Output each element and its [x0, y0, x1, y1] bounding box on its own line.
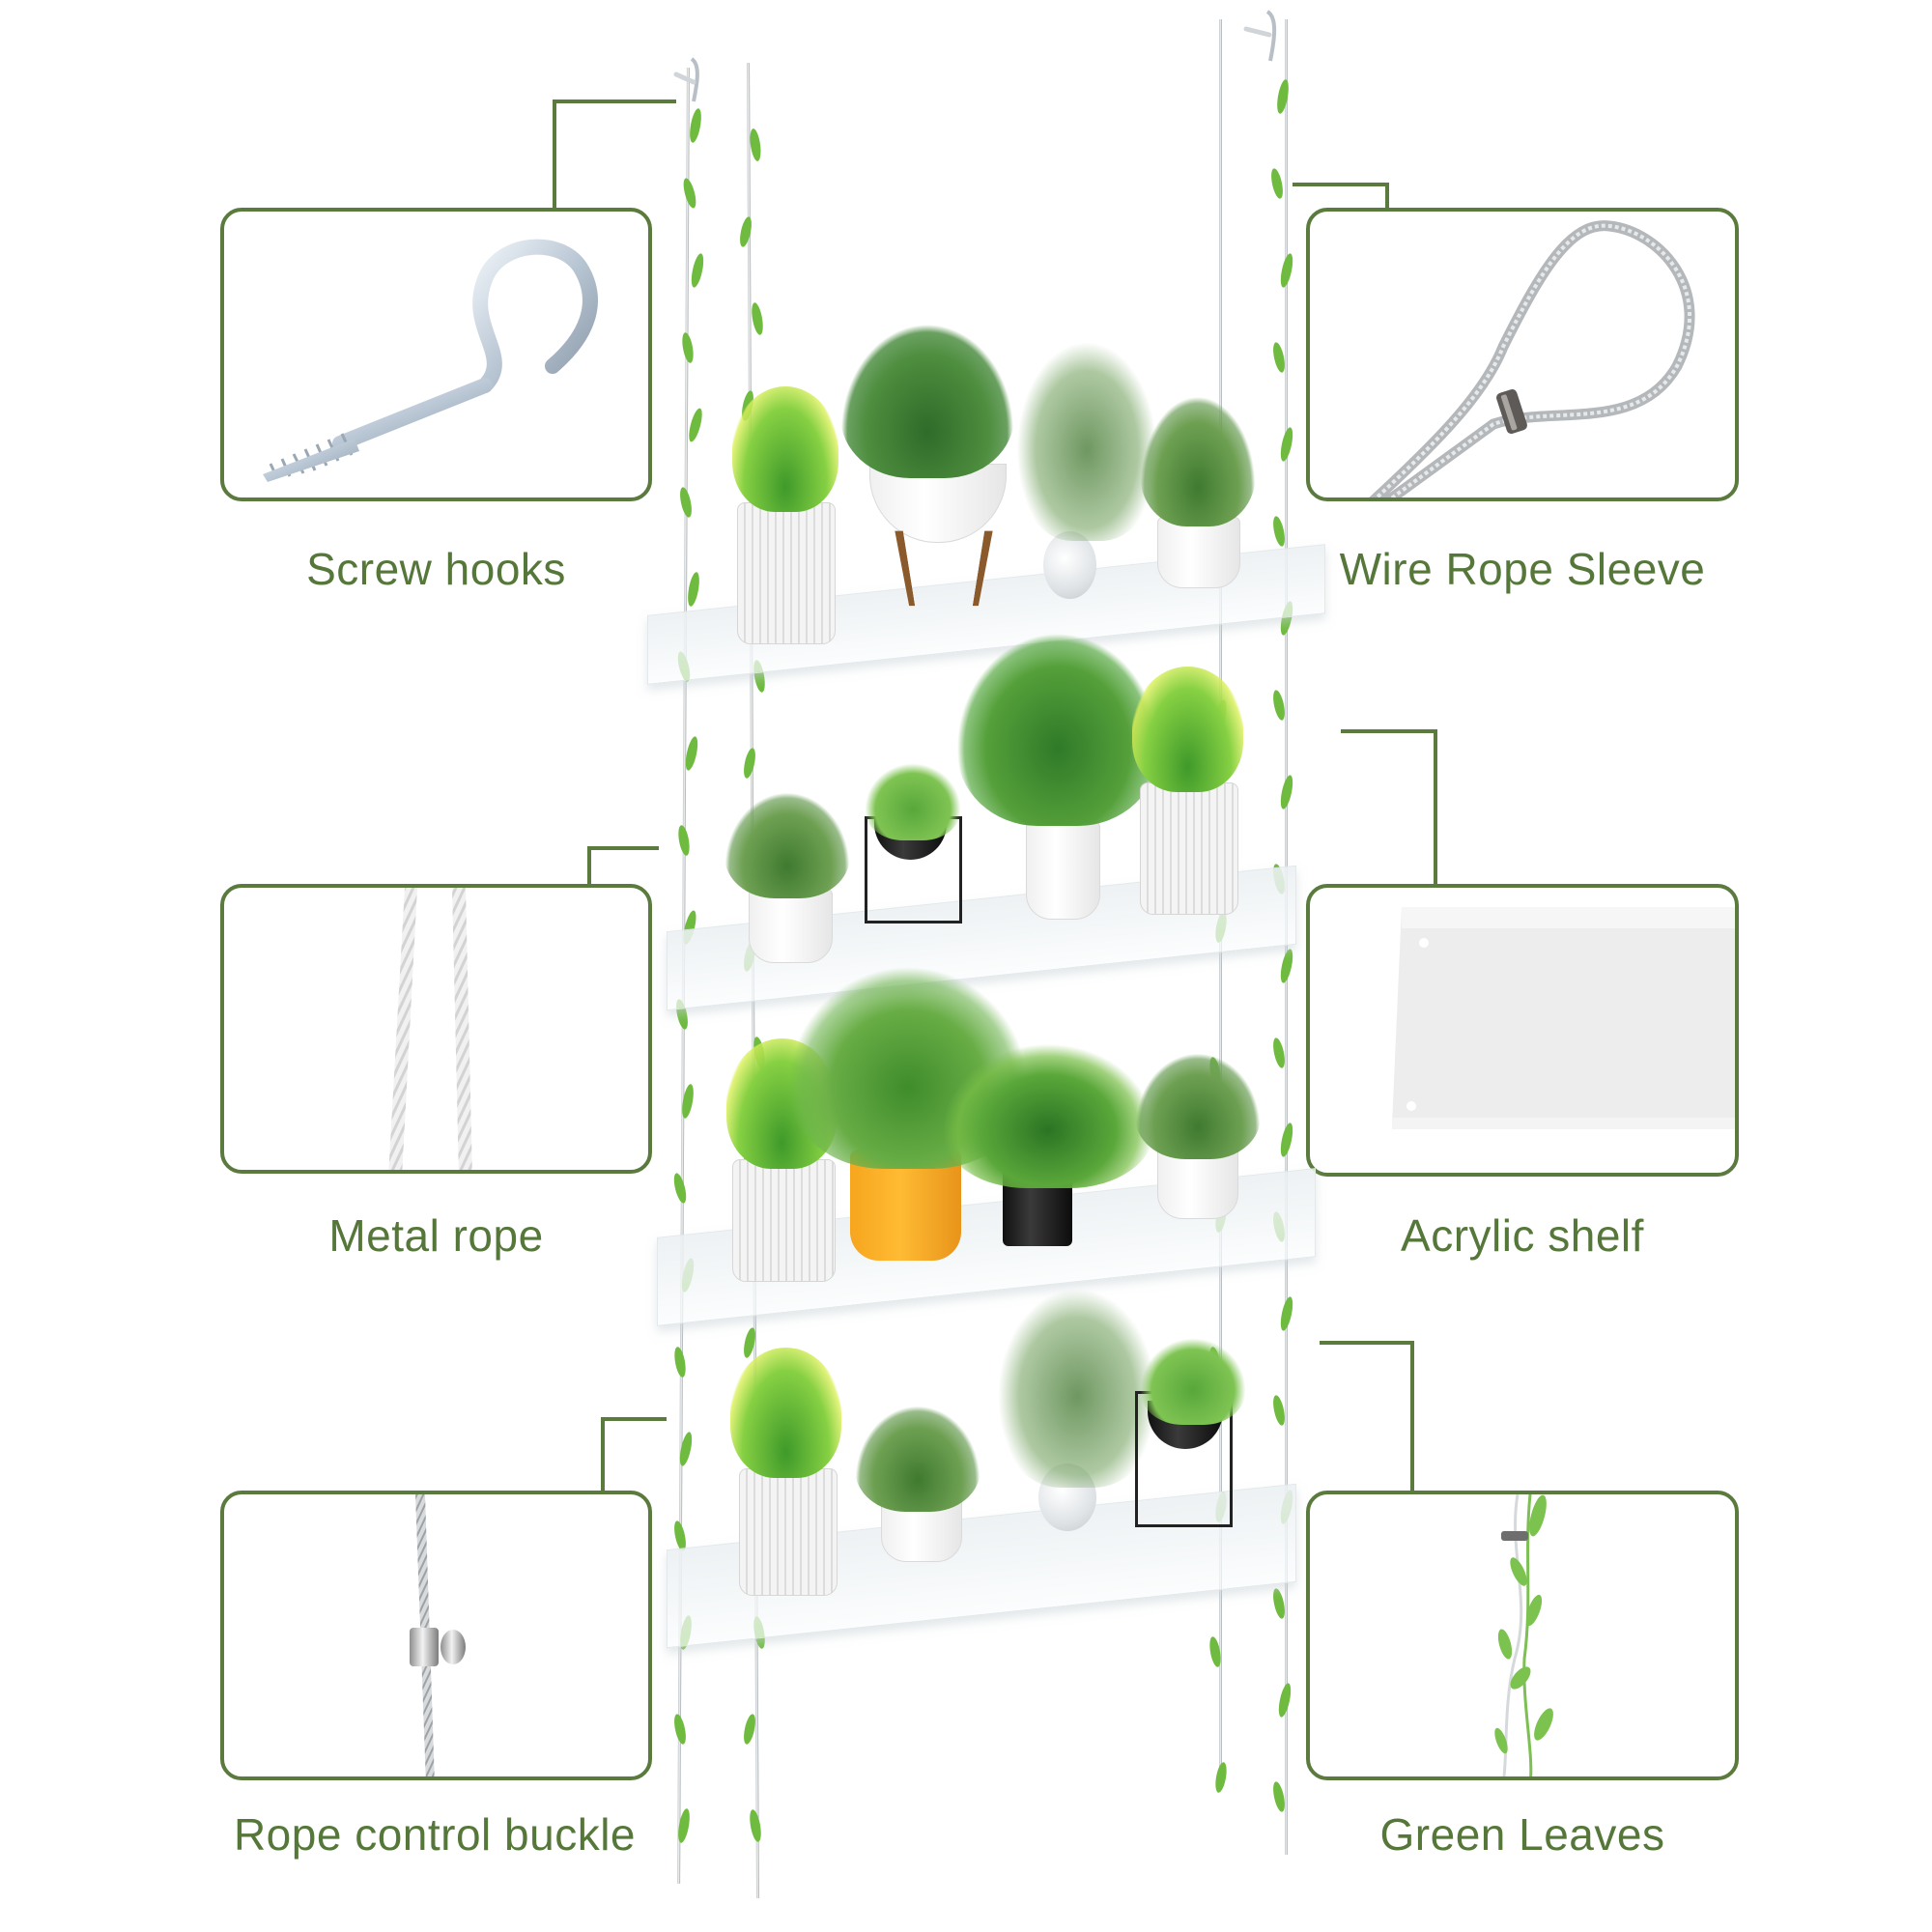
pot-orange: [850, 1150, 961, 1261]
wire-plant-stand: [865, 816, 962, 923]
plant-herb-4: [855, 1406, 980, 1512]
callout-label-metal-rope: Metal rope: [328, 1210, 544, 1261]
acrylic-shelf-3: [657, 1168, 1316, 1326]
pot-white-small: [1157, 517, 1240, 588]
connector-green-leaves: [1320, 1341, 1414, 1494]
plant-branches: [1014, 338, 1159, 541]
rope-front-right: [1285, 19, 1288, 1855]
pot-bowl-on-legs: [869, 464, 1007, 543]
plant-round-leaf: [865, 763, 961, 840]
callout-label-screw-hooks: Screw hooks: [306, 544, 566, 594]
connector-wire-rope-sleeve: [1293, 183, 1389, 212]
plant-yellow-grass-3: [726, 1038, 838, 1169]
acrylic-shelf-1: [647, 544, 1325, 685]
plant-herb-2: [724, 792, 850, 898]
vine-left-icon: [673, 108, 765, 1843]
ceiling-hook-right-icon: [1243, 10, 1277, 62]
callout-box-green-leaves: [1306, 1491, 1739, 1780]
callout-label-acrylic-shelf: Acrylic shelf: [1401, 1210, 1644, 1261]
pot-black-bowl-2: [1148, 1401, 1223, 1449]
plant-herb-3: [1135, 1053, 1261, 1159]
metal-rope-icon: [388, 888, 472, 1170]
plant-monstera: [956, 633, 1159, 826]
pot-white-herb-3: [1157, 1145, 1238, 1219]
pot-white-monstera: [1026, 821, 1100, 920]
glass-vase-2: [1038, 1463, 1096, 1531]
pot-ribbed-white-4: [739, 1468, 838, 1596]
pot-white-herb-4: [881, 1497, 962, 1562]
green-leaves-icon: [1494, 1494, 1553, 1776]
glass-vase: [1043, 531, 1096, 599]
plant-leafy: [840, 324, 1014, 478]
pot-ribbed-white: [737, 502, 836, 644]
rope-back-right: [1219, 19, 1222, 1787]
plant-yellow-grass: [732, 386, 838, 512]
pot-white-herb: [749, 889, 833, 963]
callout-box-wire-rope-sleeve: [1306, 208, 1739, 501]
rope-buckle-icon: [410, 1494, 466, 1776]
wire-plant-stand-2: [1135, 1391, 1233, 1527]
pot-black-bowl: [874, 816, 947, 860]
acrylic-shelf-2: [667, 865, 1296, 1011]
plant-calathea: [942, 1043, 1154, 1188]
plant-yellow-grass-4: [730, 1348, 841, 1478]
wooden-legs: [895, 530, 993, 607]
connector-metal-rope: [587, 846, 659, 889]
plant-round-leaf-2: [1140, 1338, 1246, 1425]
connector-screw-hooks: [553, 99, 676, 212]
rope-front-left: [677, 68, 690, 1884]
plant-branches-2: [995, 1285, 1159, 1488]
connector-acrylic-shelf: [1341, 729, 1437, 888]
callout-box-metal-rope: [220, 884, 652, 1174]
plant-herb: [1140, 396, 1256, 526]
callout-box-screw-hooks: [220, 208, 652, 501]
callout-label-wire-rope-sleeve: Wire Rope Sleeve: [1339, 544, 1706, 594]
plant-palm: [787, 966, 1029, 1169]
callout-label-rope-control-buckle: Rope control buckle: [233, 1809, 637, 1860]
callout-box-acrylic-shelf: [1306, 884, 1739, 1177]
pot-black-cylinder: [1003, 1150, 1072, 1246]
acrylic-shelf-icon: [1392, 907, 1735, 1129]
pot-ribbed-white-3: [732, 1159, 836, 1282]
wire-rope-sleeve-icon: [1369, 220, 1695, 497]
rope-back-left: [747, 63, 759, 1898]
screw-hook-icon: [263, 239, 598, 482]
acrylic-shelf-4: [667, 1483, 1296, 1649]
plant-yellow-grass-2: [1132, 667, 1243, 792]
callout-box-rope-control-buckle: [220, 1491, 652, 1780]
connector-rope-buckle: [601, 1417, 667, 1494]
vine-right-icon: [1209, 79, 1293, 1812]
callout-label-green-leaves: Green Leaves: [1379, 1809, 1665, 1860]
pot-ribbed-white-2: [1140, 782, 1238, 915]
